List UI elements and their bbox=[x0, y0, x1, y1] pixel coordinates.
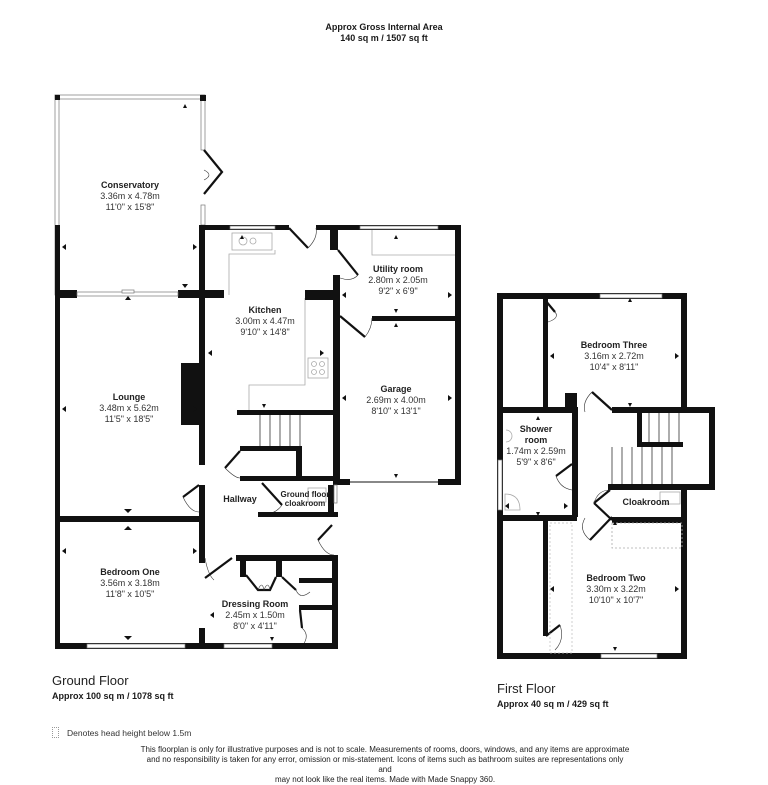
dotted-box-icon bbox=[52, 727, 59, 738]
gross-area-header: Approx Gross Internal Area 140 sq m / 15… bbox=[0, 22, 768, 44]
sink-icon bbox=[231, 232, 273, 251]
disclaimer: This floorplan is only for illustrative … bbox=[140, 745, 630, 785]
room-name-utility-room: Utility room bbox=[373, 264, 423, 274]
room-name-bedroom-one: Bedroom One bbox=[100, 567, 160, 577]
room-name-bedroom-three: Bedroom Three bbox=[581, 340, 648, 350]
head-height-area bbox=[611, 522, 683, 549]
room-name-lounge: Lounge bbox=[113, 392, 146, 402]
gross-area-value: 140 sq m / 1507 sq ft bbox=[340, 33, 428, 43]
svg-text:3.36m x 4.78m: 3.36m x 4.78m bbox=[100, 191, 160, 201]
svg-text:cloakroom: cloakroom bbox=[285, 499, 325, 508]
room-name-hallway: Hallway bbox=[223, 494, 257, 504]
svg-text:5'9" x 8'6": 5'9" x 8'6" bbox=[516, 457, 555, 467]
svg-text:3.56m x 3.18m: 3.56m x 3.18m bbox=[100, 578, 160, 588]
svg-text:11'8" x 10'5": 11'8" x 10'5" bbox=[106, 589, 155, 599]
svg-text:8'0" x 4'11": 8'0" x 4'11" bbox=[233, 621, 277, 631]
legend: Denotes head height below 1.5m bbox=[52, 727, 191, 738]
room-name-dressing-room: Dressing Room bbox=[222, 599, 289, 609]
svg-text:9'10" x 14'8": 9'10" x 14'8" bbox=[240, 327, 289, 337]
svg-text:1.74m x 2.59m: 1.74m x 2.59m bbox=[506, 446, 566, 456]
conservatory-bifold-door bbox=[203, 149, 224, 195]
room-name-garage: Garage bbox=[380, 384, 411, 394]
disclaimer-line-1: This floorplan is only for illustrative … bbox=[140, 745, 630, 754]
shower-tray-icon bbox=[504, 493, 521, 511]
ground-floor-caption: Ground Floor Approx 100 sq m / 1078 sq f… bbox=[52, 673, 174, 701]
disclaimer-line-2: and no responsibility is taken for any e… bbox=[146, 755, 624, 774]
room-name-conservatory: Conservatory bbox=[101, 180, 159, 190]
svg-text:3.30m x 3.22m: 3.30m x 3.22m bbox=[586, 584, 646, 594]
svg-text:room: room bbox=[525, 435, 548, 445]
svg-text:3.00m x 4.47m: 3.00m x 4.47m bbox=[235, 316, 295, 326]
room-name-kitchen: Kitchen bbox=[248, 305, 281, 315]
room-name-shower-room: Shower bbox=[520, 424, 553, 434]
disclaimer-line-3: may not look like the real items. Made w… bbox=[274, 775, 496, 784]
svg-text:8'10" x 13'1": 8'10" x 13'1" bbox=[371, 406, 420, 416]
svg-text:10'10" x 10'7": 10'10" x 10'7" bbox=[589, 595, 643, 605]
cloakroom-wc-icon bbox=[659, 491, 681, 505]
first-floor-area: Approx 40 sq m / 429 sq ft bbox=[497, 699, 609, 709]
svg-text:2.80m x 2.05m: 2.80m x 2.05m bbox=[368, 275, 428, 285]
chimney-breast bbox=[181, 363, 199, 425]
conservatory-top-window bbox=[54, 94, 206, 100]
svg-text:2.45m x 1.50m: 2.45m x 1.50m bbox=[225, 610, 285, 620]
cloakroom-basin-icon bbox=[307, 487, 327, 503]
hob-icon bbox=[307, 357, 329, 379]
conservatory-right-window-upper bbox=[200, 94, 206, 151]
room-name-ground-floor-cloakroom: Ground floor bbox=[281, 490, 330, 499]
svg-text:11'0" x 15'8": 11'0" x 15'8" bbox=[106, 202, 155, 212]
svg-text:11'5" x 18'5": 11'5" x 18'5" bbox=[105, 414, 154, 424]
svg-text:9'2" x 6'9": 9'2" x 6'9" bbox=[378, 286, 417, 296]
first-floor-caption: First Floor Approx 40 sq m / 429 sq ft bbox=[497, 681, 609, 709]
ground-floor-area: Approx 100 sq m / 1078 sq ft bbox=[52, 691, 174, 701]
room-name-cloakroom: Cloakroom bbox=[622, 497, 669, 507]
svg-text:3.16m x 2.72m: 3.16m x 2.72m bbox=[584, 351, 644, 361]
svg-text:2.69m x 4.00m: 2.69m x 4.00m bbox=[366, 395, 426, 405]
chimney-stack bbox=[565, 393, 577, 407]
legend-text: Denotes head height below 1.5m bbox=[67, 727, 192, 738]
svg-text:3.48m x 5.62m: 3.48m x 5.62m bbox=[99, 403, 159, 413]
conservatory-right-window-lower bbox=[200, 204, 206, 226]
gross-area-title: Approx Gross Internal Area bbox=[325, 22, 443, 32]
svg-text:10'4" x 8'11": 10'4" x 8'11" bbox=[590, 362, 639, 372]
room-name-bedroom-two: Bedroom Two bbox=[586, 573, 646, 583]
shower-room-basin-icon bbox=[505, 429, 513, 443]
ground-floor-plan: Conservatory 3.36m x 4.78m 11'0" x 15'8"… bbox=[54, 94, 461, 649]
first-floor-title: First Floor bbox=[497, 681, 556, 696]
first-floor-plan: Bedroom Three 3.16m x 2.72m 10'4" x 8'11… bbox=[497, 293, 715, 659]
ground-floor-title: Ground Floor bbox=[52, 673, 129, 688]
